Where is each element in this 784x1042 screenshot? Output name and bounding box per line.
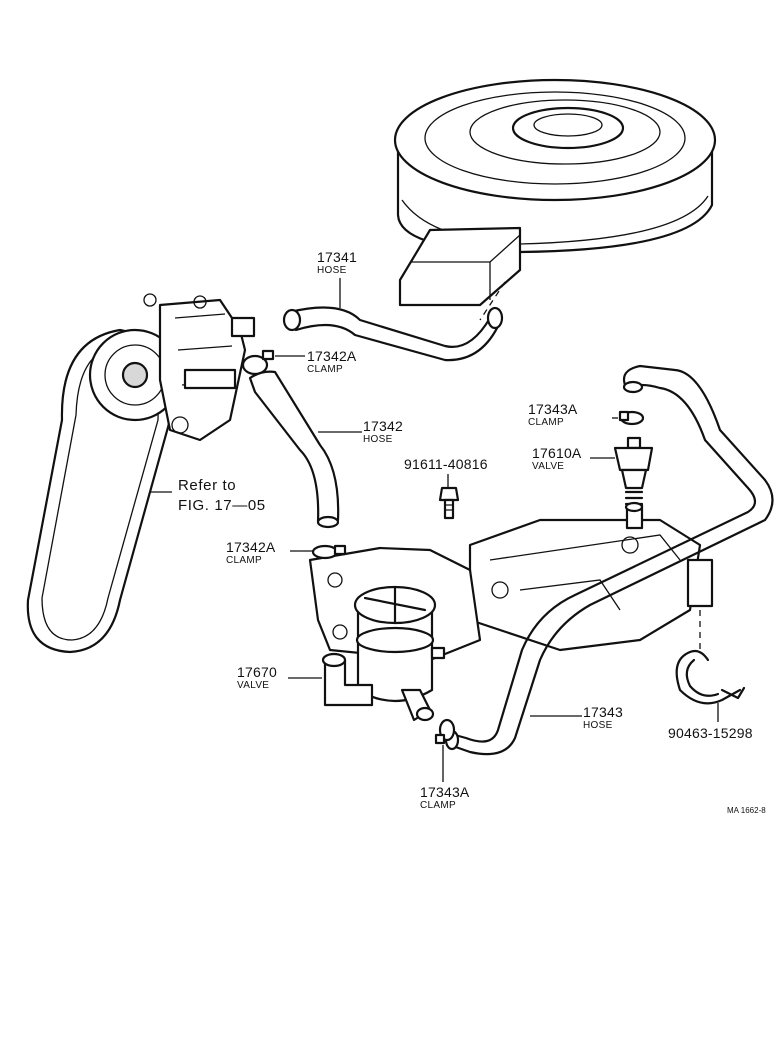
part-number: 17342A bbox=[307, 348, 357, 364]
part-number: 17343A bbox=[420, 784, 470, 800]
part-name: CLAMP bbox=[226, 555, 262, 566]
part-label-17670: 17670 VALVE bbox=[237, 665, 277, 691]
part-name: CLAMP bbox=[307, 364, 343, 375]
clamp-band-drawing bbox=[675, 649, 746, 705]
part-name: VALVE bbox=[532, 461, 565, 472]
bolt-drawing bbox=[438, 486, 460, 520]
part-name: HOSE bbox=[363, 434, 393, 445]
part-name: HOSE bbox=[317, 265, 347, 276]
part-number: 17341 bbox=[317, 249, 357, 265]
clamp-17342a-lower-drawing bbox=[311, 544, 347, 560]
part-number: 91611-40816 bbox=[404, 456, 488, 472]
part-number: 17610A bbox=[532, 445, 582, 461]
part-number: 17343 bbox=[583, 704, 623, 720]
part-number: 17342A bbox=[226, 539, 276, 555]
part-label-17342: 17342 HOSE bbox=[363, 419, 403, 445]
valve-17670-drawing bbox=[321, 585, 446, 722]
figure-code: MA 1662-8 bbox=[727, 806, 766, 815]
part-label-17342a-upper: 17342A CLAMP bbox=[307, 349, 356, 375]
air-cleaner-drawing bbox=[393, 78, 717, 321]
part-name: VALVE bbox=[237, 680, 270, 691]
hose-17342-drawing bbox=[248, 370, 340, 529]
part-label-90463-15298: 90463-15298 bbox=[668, 726, 753, 740]
part-label-17342a-lower: 17342A CLAMP bbox=[226, 540, 275, 566]
part-number: 17342 bbox=[363, 418, 403, 434]
part-name: HOSE bbox=[583, 720, 613, 731]
reference-line-1: Refer to bbox=[178, 477, 237, 494]
reference-note: Refer to FIG. 17—05 bbox=[178, 478, 266, 513]
part-label-17341: 17341 HOSE bbox=[317, 250, 357, 276]
part-name: CLAMP bbox=[528, 417, 564, 428]
reference-line-2: FIG. 17—05 bbox=[178, 497, 266, 514]
leader-lines bbox=[150, 278, 719, 782]
clamp-17343a-bottom-drawing bbox=[434, 718, 456, 745]
hose-17341-drawing bbox=[282, 306, 504, 362]
part-label-17343: 17343 HOSE bbox=[583, 705, 623, 731]
part-number: 17670 bbox=[237, 664, 277, 680]
part-label-17343a-top: 17343A CLAMP bbox=[528, 402, 577, 428]
part-name: CLAMP bbox=[420, 800, 456, 811]
hose-17343-drawing bbox=[444, 364, 774, 756]
check-valve-17610a-drawing bbox=[613, 410, 654, 530]
part-label-17610a: 17610A VALVE bbox=[532, 446, 581, 472]
part-number: 17343A bbox=[528, 401, 578, 417]
air-pump-drawing bbox=[26, 293, 256, 654]
part-label-17343a-bottom: 17343A CLAMP bbox=[420, 785, 469, 811]
part-label-91611-40816: 91611-40816 bbox=[404, 457, 488, 471]
part-number: 90463-15298 bbox=[668, 725, 753, 741]
